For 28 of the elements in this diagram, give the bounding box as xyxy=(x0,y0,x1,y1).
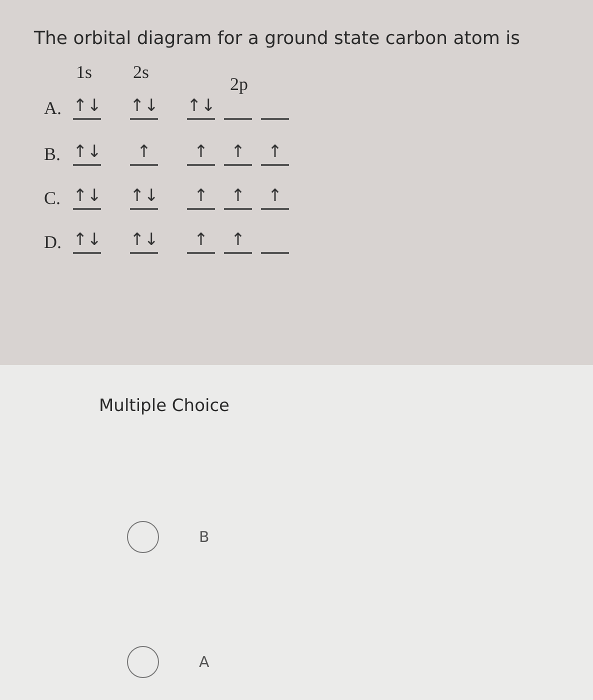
orbital-slot: ↑ xyxy=(187,186,215,210)
orbital-slot: ↑↓ xyxy=(73,230,101,254)
option-letter: A. xyxy=(44,98,62,119)
orbital-slot: ↑ xyxy=(224,186,252,210)
orbital-slot: ↑ xyxy=(261,186,289,210)
option-letter: B. xyxy=(44,144,61,165)
orbital-slot: ↑↓ xyxy=(73,96,101,120)
orbital-slot: ↑ xyxy=(261,142,289,166)
orbital-slot: ↑↓ xyxy=(187,96,215,120)
orbital-slot: ↑ xyxy=(224,230,252,254)
subshell-label: 2s xyxy=(133,62,150,83)
orbital-slot: ↑ xyxy=(130,142,158,166)
section-heading: Multiple Choice xyxy=(99,396,230,416)
option-letter: D. xyxy=(44,232,62,253)
option-text: A xyxy=(199,653,210,671)
orbital-slot: ↑ xyxy=(187,230,215,254)
question-text: The orbital diagram for a ground state carbon atom is xyxy=(34,28,520,49)
subshell-label: 2p xyxy=(230,74,248,95)
option-text: B xyxy=(199,528,210,546)
orbital-slot: ↑↓ xyxy=(73,142,101,166)
orbital-slot: ↑↓ xyxy=(130,186,158,210)
orbital-slot: ↑↓ xyxy=(130,96,158,120)
orbital-slot: ↑↓ xyxy=(73,186,101,210)
orbital-slot: ↑ xyxy=(187,142,215,166)
subshell-label: 1s xyxy=(76,62,92,83)
option-letter: C. xyxy=(44,188,61,209)
orbital-slot: ↑ xyxy=(224,142,252,166)
orbital-slot: ↑↓ xyxy=(130,230,158,254)
